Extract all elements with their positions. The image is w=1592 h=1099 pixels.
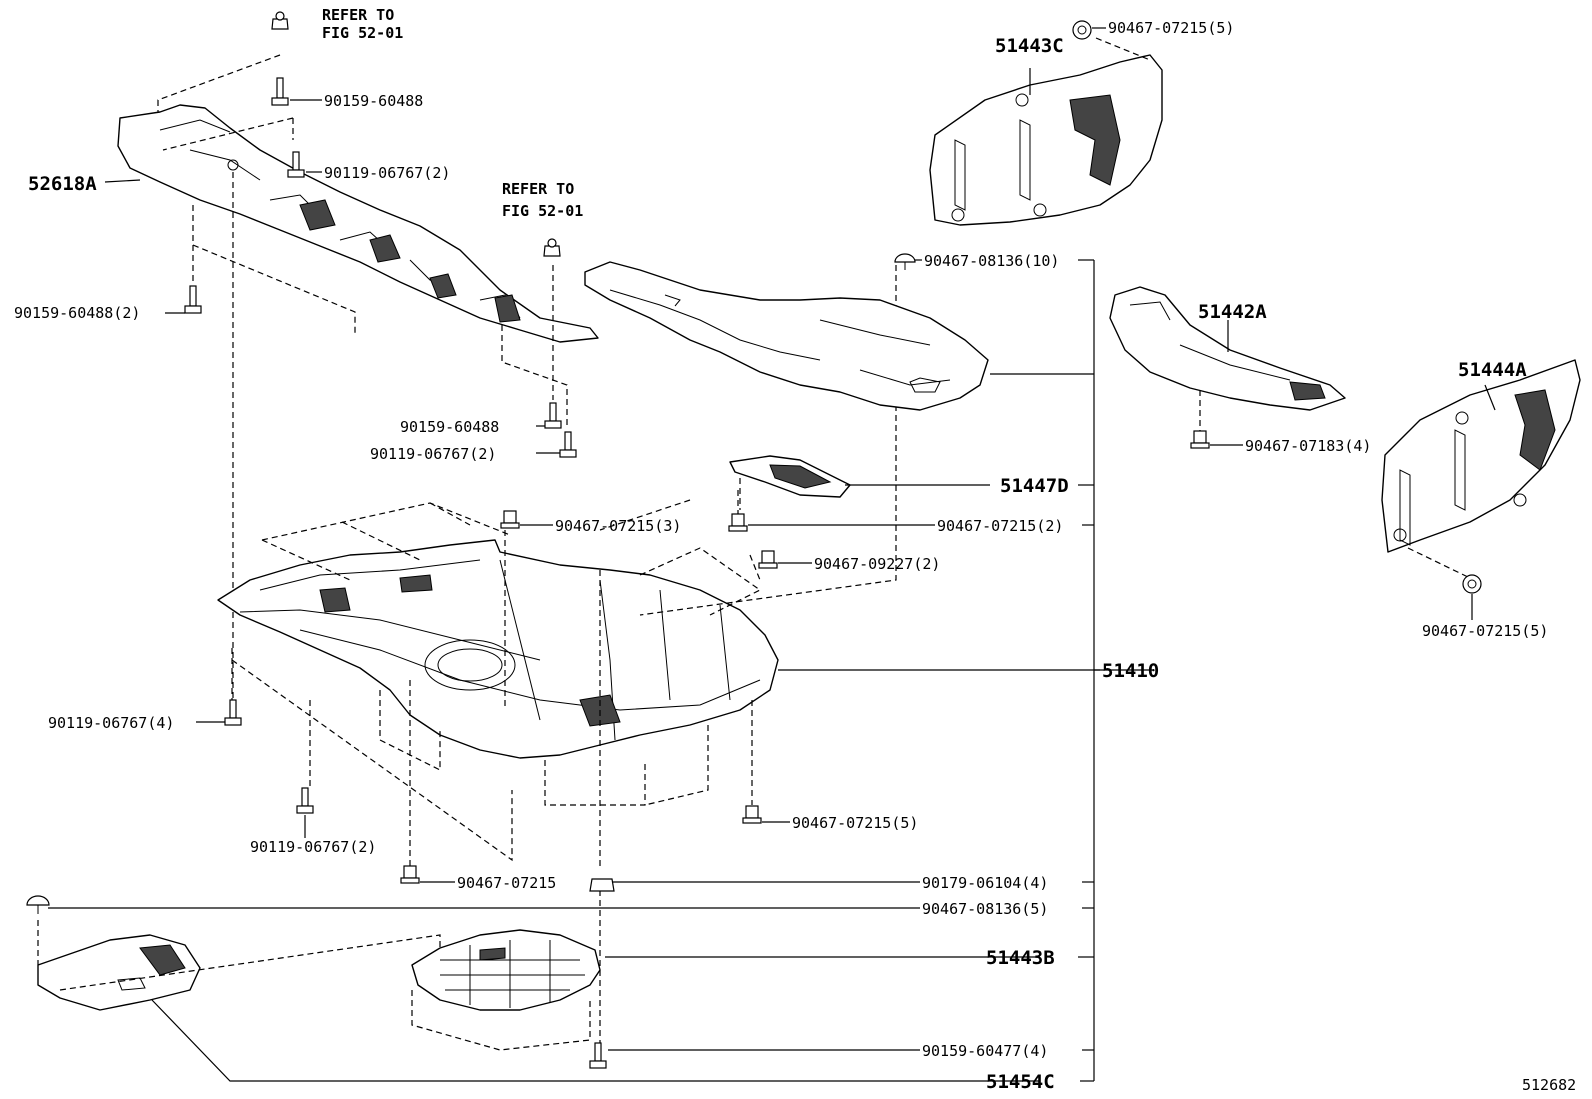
label-90467-08136-10: 90467-08136(10) (924, 252, 1059, 270)
label-51443B: 51443B (986, 947, 1055, 969)
nut-clip-icon (589, 878, 615, 892)
part-upper-cover-shape (584, 261, 989, 411)
rivet-icon-3 (758, 550, 778, 569)
label-51454C: 51454C (986, 1071, 1055, 1093)
reference-line-2: FIG 52-01 (322, 24, 403, 42)
bolt-icon-3 (184, 285, 202, 314)
label-90159-60488-top: 90159-60488 (324, 92, 423, 110)
diagram-id: 512682 (1522, 1076, 1576, 1094)
label-90179-06104-4: 90179-06104(4) (922, 874, 1048, 892)
part-51443C-shape (929, 54, 1163, 226)
label-51410: 51410 (1102, 660, 1159, 682)
label-90467-07215-2: 90467-07215(2) (937, 517, 1063, 535)
label-90467-07183-4: 90467-07183(4) (1245, 437, 1371, 455)
reference-line-2: FIG 52-01 (502, 202, 583, 220)
part-51443B-shape (411, 929, 601, 1011)
label-90159-60477-4: 90159-60477(4) (922, 1042, 1048, 1060)
plug-icon-10 (894, 253, 916, 270)
label-51447D: 51447D (1000, 475, 1069, 497)
fastener-labels: 90467-07215(5) 90159-60488 90119-06767(2… (14, 19, 1548, 1060)
rivet-icon-1 (500, 510, 520, 529)
nut-icon-right-low (1462, 574, 1482, 594)
fastener-leaders (48, 27, 1473, 1051)
rivet-icon-6 (400, 865, 420, 884)
reference-line-1: REFER TO (502, 180, 574, 198)
label-51442A: 51442A (1198, 301, 1267, 323)
plug-icon-5 (26, 895, 50, 914)
label-90159-60488-mid: 90159-60488 (400, 418, 499, 436)
part-51444A-shape (1381, 359, 1581, 553)
part-51410-shape (217, 539, 779, 759)
label-90467-08136-5: 90467-08136(5) (922, 900, 1048, 918)
part-52618A-shape (117, 104, 599, 343)
label-90159-60488-2: 90159-60488(2) (14, 304, 140, 322)
bolt-icon-4 (544, 402, 562, 429)
bolt-icon-1 (271, 77, 289, 106)
label-90119-06767-2-top: 90119-06767(2) (324, 164, 450, 182)
fastener-icons (26, 11, 1482, 1069)
label-90467-07215-5-top: 90467-07215(5) (1108, 19, 1234, 37)
dashed-52618A (157, 54, 568, 700)
reference-line-1: REFER TO (322, 6, 394, 24)
label-51444A: 51444A (1458, 359, 1527, 381)
nut-icon-top-right (1072, 20, 1092, 40)
reference-top-left: REFER TO FIG 52-01 (322, 6, 403, 42)
bolt-icon-8 (589, 1042, 607, 1069)
label-90467-07215-5-low: 90467-07215(5) (792, 814, 918, 832)
label-90467-07215: 90467-07215 (457, 874, 556, 892)
label-90119-06767-2-mid: 90119-06767(2) (370, 445, 496, 463)
label-90119-06767-4: 90119-06767(4) (48, 714, 174, 732)
bolt-icon-2 (287, 151, 305, 178)
clip-icon-mid (543, 238, 561, 257)
label-90467-07215-3: 90467-07215(3) (555, 517, 681, 535)
rivet-icon-2 (728, 513, 748, 532)
part-51447D-shape (729, 455, 851, 498)
rivet-icon-4 (1190, 430, 1210, 449)
bolt-icon-5 (559, 431, 577, 458)
reference-middle: REFER TO FIG 52-01 (502, 180, 583, 220)
label-90119-06767-2-low: 90119-06767(2) (250, 838, 376, 856)
bolt-icon-6 (224, 699, 242, 726)
rivet-icon-5 (742, 805, 762, 824)
label-90467-07215-5-right: 90467-07215(5) (1422, 622, 1548, 640)
label-51443C: 51443C (995, 35, 1064, 57)
bolt-icon-7 (296, 787, 314, 814)
clip-icon-top (271, 11, 289, 30)
label-52618A: 52618A (28, 173, 97, 195)
part-51454C-shape (37, 934, 201, 1011)
part-labels: 52618A 51443C 51442A 51444A 51447D 51410… (28, 35, 1527, 1093)
label-90467-09227-2: 90467-09227(2) (814, 555, 940, 573)
